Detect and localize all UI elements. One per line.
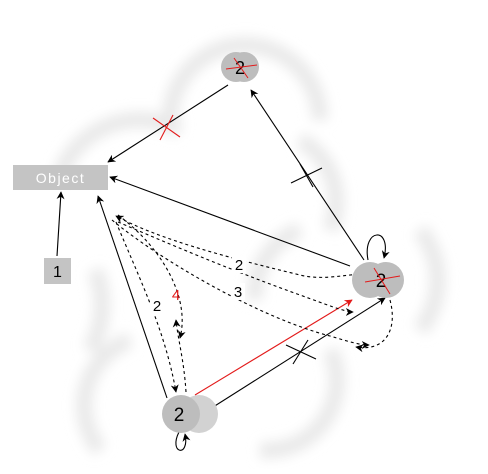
loop-right-label: 4 (172, 287, 180, 304)
right-node: 2 (352, 262, 404, 298)
dashed-lower-label: 3 (234, 284, 242, 301)
top-node: 2 (221, 52, 259, 82)
backdrop-arcs (52, 37, 446, 459)
object-label: Object (36, 170, 85, 186)
object-box: Object (13, 165, 108, 190)
right-node-strike-h (364, 275, 401, 283)
edge-bottom-to-object (96, 195, 168, 399)
dashed-loop-left (115, 221, 179, 393)
edge-bottom-to-right-highlight (194, 299, 353, 396)
cut-mark-right-top (290, 163, 323, 188)
dashed-edge-left-to-right-upper (117, 221, 354, 316)
self-loop-bottom-node (175, 431, 191, 451)
cut-marks (152, 114, 323, 365)
top-node-strike-h (225, 64, 258, 70)
dashed-upper-label: 2 (235, 257, 243, 274)
dashed-loop-right (117, 214, 186, 339)
literal-one-box: 1 (44, 258, 71, 284)
edge-bottom-to-right (209, 297, 386, 410)
bottom-node: 2 (162, 395, 218, 433)
cut-mark-bottom-right (285, 339, 317, 365)
dashed-edge-right-to-left-lower (355, 299, 393, 353)
cut-mark-red (152, 114, 181, 141)
dashed-edge-left-to-right-lower (111, 219, 370, 349)
self-loops (175, 234, 390, 451)
edge-labels: 2 3 2 4 (150, 256, 246, 315)
dashed-loop-back (172, 319, 187, 393)
top-node-label: 2 (235, 58, 245, 78)
right-node-strike-v (373, 267, 391, 295)
self-loop-right-node (366, 234, 390, 261)
edge-right-to-object (109, 175, 351, 267)
bottom-node-label: 2 (174, 405, 185, 426)
right-node-label: 2 (376, 271, 387, 292)
loop-left-label: 2 (153, 298, 161, 315)
literal-one-label: 1 (53, 264, 62, 281)
top-node-strike-v (233, 57, 249, 79)
edge-one-to-object (56, 191, 65, 257)
